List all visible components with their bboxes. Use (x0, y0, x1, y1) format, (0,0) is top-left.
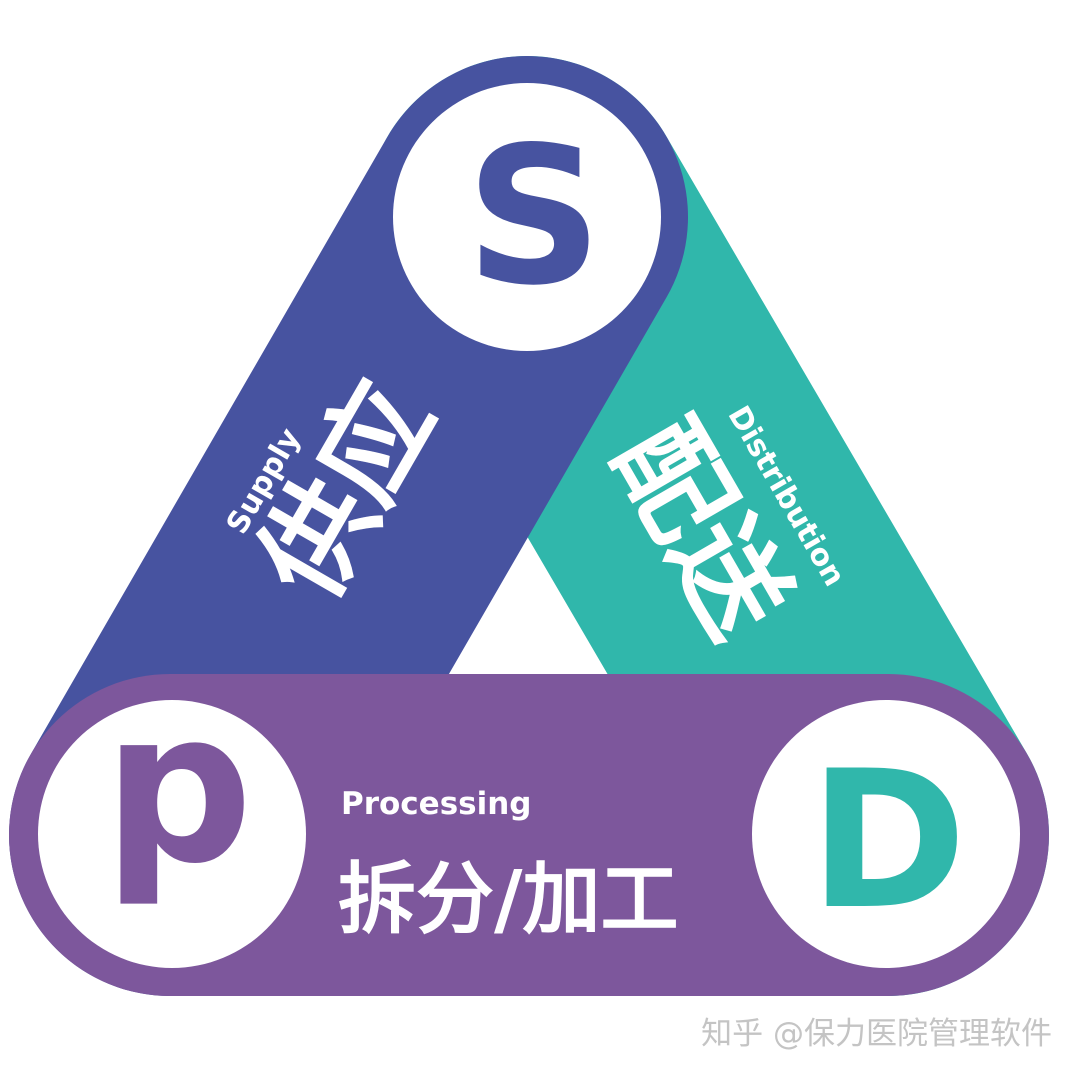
processing-node-circle (38, 700, 306, 968)
center-triangle (456, 542, 600, 670)
distribution-node-circle (752, 700, 1020, 968)
processing-letter: p (103, 665, 253, 910)
distribution-letter: D (809, 730, 967, 951)
supply-letter: S (466, 106, 603, 327)
watermark-text: 知乎 @保力医院管理软件 (701, 1016, 1052, 1052)
processing-en-label: Processing (341, 786, 532, 822)
supply-node-circle (393, 83, 661, 351)
processing-zh-label: 拆分/加工 (338, 855, 679, 945)
